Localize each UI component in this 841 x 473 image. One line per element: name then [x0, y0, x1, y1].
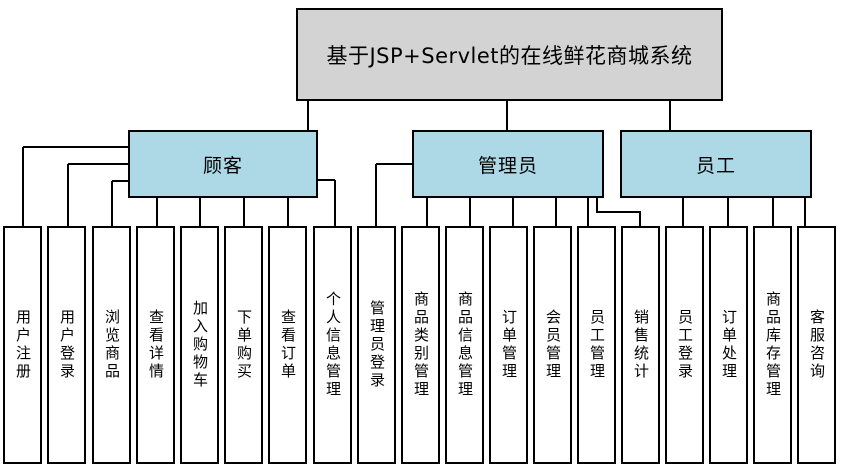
leaf-category-management: 商品类别管理: [401, 226, 440, 464]
group-employee-box: 员工: [620, 130, 812, 198]
leaf-sales-statistics-label: 销售统计: [632, 309, 650, 381]
leaf-inventory-management: 商品库存管理: [753, 226, 792, 464]
leaf-user-login-label: 用户登录: [58, 309, 76, 381]
leaf-product-info-management-label: 商品信息管理: [456, 291, 474, 399]
leaf-employee-login-label: 员工登录: [676, 309, 694, 381]
leaf-view-details: 查看详情: [136, 226, 175, 464]
leaf-customer-service-label: 客服咨询: [808, 309, 826, 381]
leaf-view-orders: 查看订单: [268, 226, 307, 464]
group-customer-label: 顾客: [202, 154, 243, 177]
leaf-browse-products: 浏览商品: [92, 226, 131, 464]
group-employee-label: 员工: [695, 154, 736, 177]
leaf-view-orders-label: 查看订单: [279, 309, 297, 381]
leaf-category-management-label: 商品类别管理: [412, 291, 430, 399]
group-customer-box: 顾客: [128, 130, 318, 198]
leaf-member-management-label: 会员管理: [544, 309, 562, 381]
leaf-sales-statistics: 销售统计: [621, 226, 660, 464]
leaf-order-processing: 订单处理: [709, 226, 748, 464]
leaf-add-to-cart: 加入购物车: [180, 226, 219, 464]
group-admin-label: 管理员: [477, 154, 538, 177]
root-system-box: 基于JSP+Servlet的在线鲜花商城系统: [296, 8, 723, 101]
leaf-order-management-label: 订单管理: [500, 309, 518, 381]
leaf-order-management: 订单管理: [489, 226, 528, 464]
leaf-add-to-cart-label: 加入购物车: [191, 300, 209, 390]
leaf-inventory-management-label: 商品库存管理: [764, 291, 782, 399]
leaf-view-details-label: 查看详情: [147, 309, 165, 381]
leaf-user-register: 用户注册: [3, 226, 42, 464]
leaf-profile-management-label: 个人信息管理: [324, 291, 342, 399]
leaf-browse-products-label: 浏览商品: [103, 309, 121, 381]
leaf-user-login: 用户登录: [47, 226, 86, 464]
leaf-employee-management-label: 员工管理: [588, 309, 606, 381]
leaf-customer-service: 客服咨询: [797, 226, 836, 464]
leaf-user-register-label: 用户注册: [14, 309, 32, 381]
leaf-profile-management: 个人信息管理: [313, 226, 352, 464]
leaf-place-order-label: 下单购买: [235, 309, 253, 381]
leaf-order-processing-label: 订单处理: [720, 309, 738, 381]
leaf-employee-login: 员工登录: [665, 226, 704, 464]
leaf-place-order: 下单购买: [224, 226, 263, 464]
leaf-member-management: 会员管理: [533, 226, 572, 464]
leaf-admin-login-label: 管理员登录: [368, 300, 386, 390]
leaf-product-info-management: 商品信息管理: [445, 226, 484, 464]
leaf-employee-management: 员工管理: [577, 226, 616, 464]
group-admin-box: 管理员: [412, 130, 604, 198]
root-system-title: 基于JSP+Servlet的在线鲜花商城系统: [326, 43, 693, 68]
leaf-admin-login: 管理员登录: [357, 226, 396, 464]
